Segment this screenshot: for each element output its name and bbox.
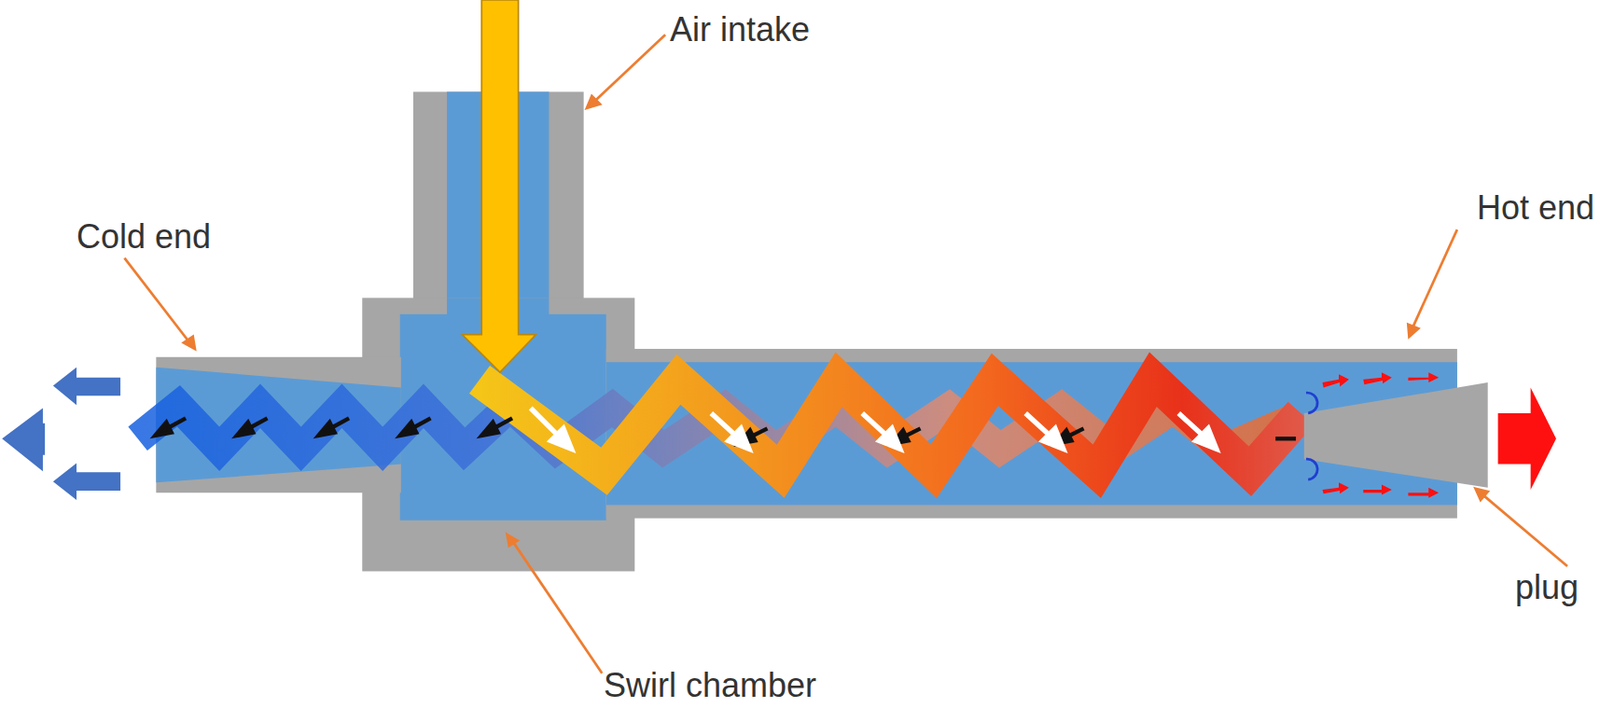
- cold-flow-arrows: [154, 417, 1296, 444]
- part-label: plug: [1515, 569, 1579, 607]
- leader-lines: [124, 34, 1568, 674]
- intake-arrow: [461, 0, 536, 373]
- hot-exit-arrows: [1322, 372, 1557, 499]
- recirculation-curls: [1306, 392, 1318, 480]
- part-label: Hot end: [1476, 189, 1595, 227]
- hot-vortex: [479, 379, 1301, 472]
- cold-exit-arrows: [1, 367, 121, 501]
- part-label: Air intake: [669, 11, 810, 49]
- part-label: Cold end: [76, 218, 211, 256]
- hot-flow-arrows: [530, 407, 1217, 449]
- hot-outflow-arrow: [1498, 388, 1557, 490]
- plug: [1304, 382, 1489, 488]
- part-label: Swirl chamber: [603, 667, 817, 705]
